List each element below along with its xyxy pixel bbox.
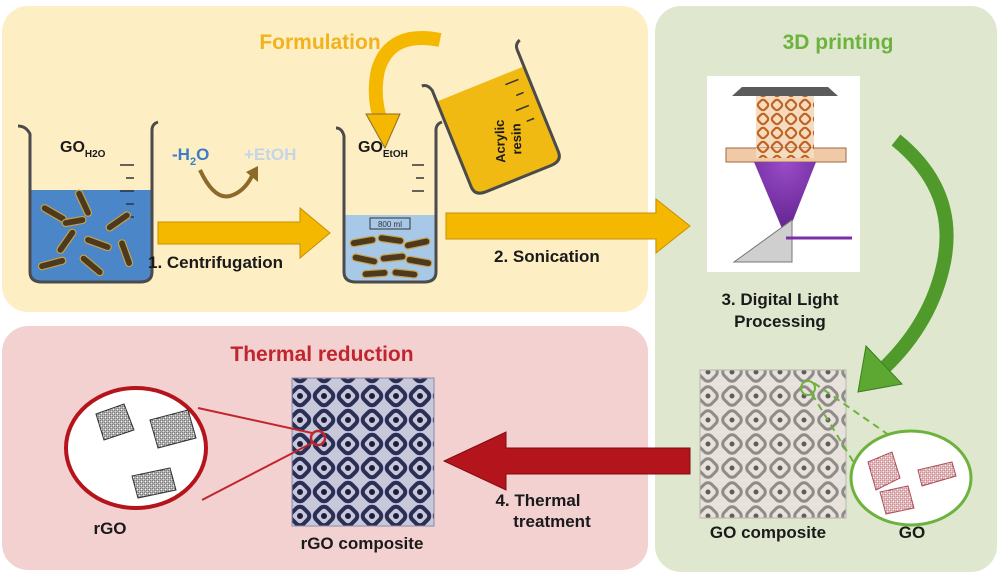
lattice-block-icon bbox=[699, 369, 847, 519]
step2-label: 2. Sonication bbox=[494, 247, 600, 266]
resin-label-line1: Acrylic bbox=[492, 119, 509, 163]
arrow-to-composite bbox=[879, 134, 954, 374]
exchange-arrow bbox=[198, 169, 254, 199]
resin-label-line2: resin bbox=[508, 123, 524, 155]
exchange-arrowhead bbox=[246, 166, 258, 182]
rgo-lattice-block-icon bbox=[291, 377, 435, 527]
rgo-flake-icon bbox=[64, 386, 208, 510]
rgo-composite-label: rGO composite bbox=[301, 534, 424, 553]
rgo-label: rGO bbox=[93, 519, 126, 538]
beaker-water-icon: GOH2O bbox=[17, 120, 159, 284]
step3-label-line2: Processing bbox=[734, 312, 826, 331]
thermal-title: Thermal reduction bbox=[230, 343, 413, 366]
dlp-printer-icon bbox=[707, 76, 860, 272]
arrow-thermal bbox=[442, 431, 691, 491]
beaker-ethanol-icon: 800 ml GOEtOH bbox=[335, 120, 443, 284]
arrow-centrifugation bbox=[157, 206, 331, 260]
graphene-flake-icon bbox=[849, 429, 973, 527]
zoom-line-go-1 bbox=[813, 382, 897, 441]
step4-label-line2: treatment bbox=[513, 512, 591, 531]
zoom-marker-rgo bbox=[309, 429, 327, 447]
resin-beaker-icon: Acrylic resin bbox=[421, 38, 561, 195]
beaker-volume-label: 800 ml bbox=[378, 220, 402, 229]
formulation-title: Formulation bbox=[259, 31, 380, 54]
plus-etoh-label: +EtOH bbox=[244, 145, 296, 164]
minus-h2o-label: -H2O bbox=[172, 145, 209, 168]
arrow-to-composite-head bbox=[857, 344, 903, 393]
step3-label-line1: 3. Digital Light bbox=[721, 290, 838, 309]
zoom-line-rgo-1 bbox=[197, 407, 313, 434]
go-etoh-label: GOEtOH bbox=[358, 139, 408, 160]
pour-arrowhead bbox=[365, 113, 401, 150]
step1-label: 1. Centrifugation bbox=[148, 253, 283, 272]
go-h2o-label: GOH2O bbox=[60, 139, 106, 160]
step4-label-line1: 4. Thermal bbox=[495, 491, 580, 510]
arrow-sonication bbox=[445, 197, 691, 255]
zoom-marker-go bbox=[800, 380, 816, 396]
printing-title: 3D printing bbox=[783, 31, 894, 54]
go-composite-label: GO composite bbox=[710, 523, 826, 542]
pour-arrow bbox=[368, 31, 442, 127]
zoom-line-go-2 bbox=[811, 393, 863, 477]
go-label: GO bbox=[899, 523, 925, 542]
zoom-line-rgo-2 bbox=[201, 442, 313, 501]
